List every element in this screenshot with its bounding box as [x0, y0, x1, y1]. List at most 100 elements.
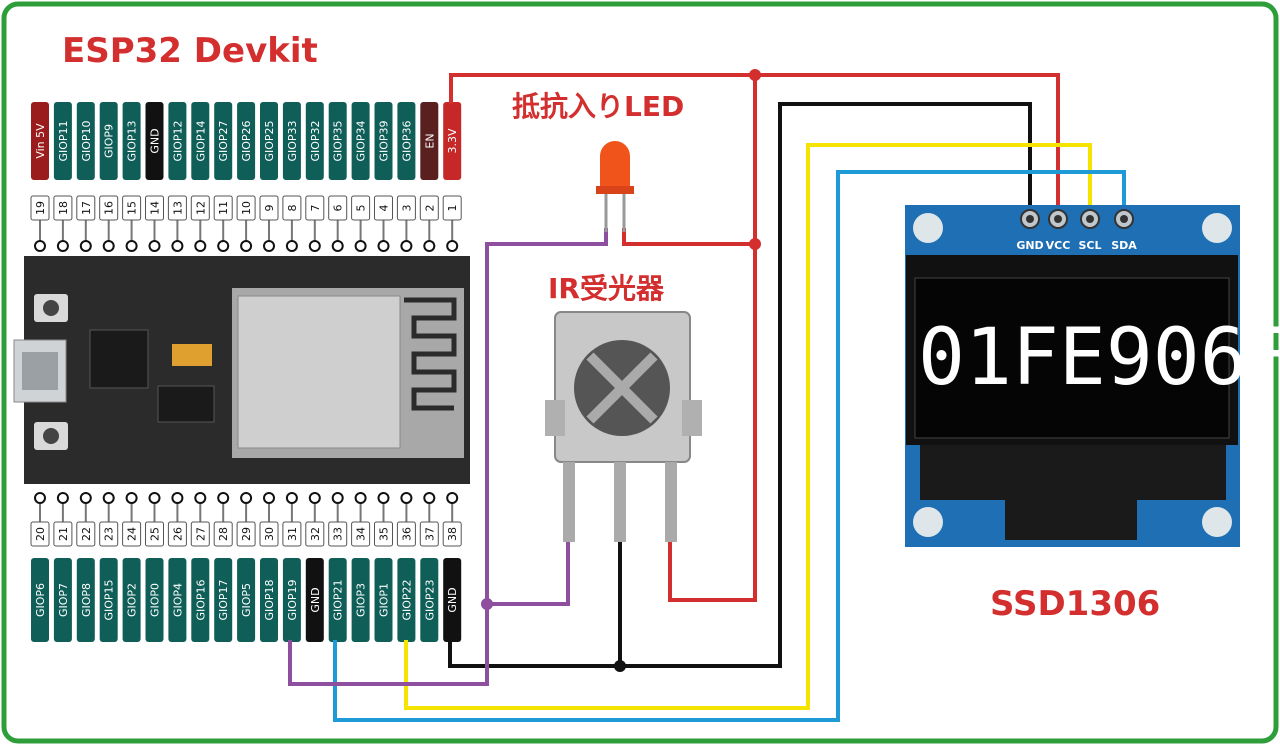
pin-name: GIOP17 [217, 579, 230, 620]
pin-number-box [396, 521, 416, 547]
pin-name: GIOP1 [378, 583, 391, 617]
pin-hole [263, 492, 275, 504]
pin-tile [397, 558, 416, 642]
pin-number-box [145, 195, 164, 221]
pin-number: 24 [126, 527, 139, 541]
pin-number-box [30, 195, 50, 221]
pin-hole [34, 492, 46, 504]
pin-tile [168, 558, 187, 642]
pin-number-box [76, 521, 96, 547]
pin-hole [217, 492, 230, 504]
pin-hole [217, 240, 230, 252]
pin-name: GIOP19 [286, 579, 299, 620]
pin-name: GIOP2 [126, 583, 139, 617]
pin-number: 23 [103, 527, 116, 541]
junction-gnd [614, 660, 626, 672]
pin-hole [446, 240, 459, 252]
pin-hole [423, 240, 436, 252]
oled-flex [1005, 500, 1137, 540]
pin-number: 11 [217, 201, 230, 215]
pin-number: 31 [286, 527, 299, 541]
pin-name: GND [309, 587, 322, 612]
pin-number-box [145, 521, 164, 547]
ir-receiver [545, 311, 702, 542]
pin-name: GIOP15 [103, 579, 116, 620]
ir-leg-2 [614, 462, 626, 542]
pin-tile [305, 558, 324, 642]
oled-pin-hole [1120, 215, 1128, 223]
pin-number: 35 [378, 527, 391, 541]
pin-number: 28 [217, 527, 230, 541]
pin-hole [263, 240, 275, 252]
pin-number-box [442, 521, 462, 547]
pin-number: 36 [400, 527, 413, 541]
pin-number-box [442, 195, 462, 221]
wire-led-gpio [288, 228, 608, 686]
pin-number-box [190, 521, 210, 547]
pin-number: 4 [378, 205, 391, 212]
pin-hole [79, 492, 92, 504]
junction-vcc-led [749, 238, 761, 250]
ir-leg-1 [563, 462, 575, 542]
pin-hole [102, 240, 115, 252]
pin-hole [148, 492, 161, 504]
led-component [596, 141, 634, 232]
pin-name: GIOP32 [309, 120, 322, 161]
pin-tile [76, 558, 95, 642]
pin-hole [308, 492, 321, 504]
pin-number: 33 [332, 527, 345, 541]
wire-sda [333, 170, 1126, 722]
pin-name: GIOP36 [400, 120, 413, 161]
pin-name: GIOP39 [378, 120, 391, 161]
pin-name: GIOP5 [240, 583, 253, 617]
pin-number-box [122, 195, 142, 221]
wire-scl [404, 143, 1092, 710]
pin-tile [260, 102, 278, 180]
en-button-cap [43, 300, 59, 316]
pin-tile [168, 102, 187, 180]
pin-hole [377, 240, 390, 252]
junction-ir [481, 598, 493, 610]
pin-name: GIOP23 [423, 579, 436, 620]
pin-hole [79, 240, 92, 252]
pin-number: 30 [263, 527, 276, 541]
pin-number: 38 [446, 527, 459, 541]
pin-tile [282, 558, 301, 642]
oled-pin-hole [1054, 215, 1062, 223]
pin-number: 2 [423, 205, 436, 212]
pin-number-box [122, 521, 142, 547]
pin-hole [285, 240, 298, 252]
oled-pin-label: GND [1016, 239, 1043, 252]
pin-number-box [76, 195, 96, 221]
pin-number: 29 [240, 527, 253, 541]
pin-tile [214, 558, 233, 642]
pin-name: GIOP33 [286, 120, 299, 161]
bottom-header-holes [34, 492, 459, 522]
pin-number-box [351, 521, 371, 547]
usb-uart-chip [89, 329, 149, 389]
capacitor [172, 344, 212, 366]
pin-number: 15 [126, 201, 139, 215]
led-label: 抵抗入りLED [512, 90, 684, 123]
pin-tile [76, 102, 95, 180]
wroom-shield [237, 295, 401, 449]
pin-tile [31, 558, 49, 642]
pin-name: GIOP0 [149, 583, 162, 617]
ir-tab-left [545, 400, 565, 436]
pin-tile [191, 102, 210, 180]
pin-number: 27 [194, 527, 207, 541]
oled-label: SSD1306 [990, 584, 1160, 624]
pin-tile [191, 558, 210, 642]
pin-name: EN [423, 133, 436, 148]
pin-number: 9 [263, 205, 276, 212]
ir-label: IR受光器 [548, 272, 665, 305]
pin-hole [56, 240, 69, 252]
pin-name: GIOP3 [355, 583, 368, 617]
wire-ir-signal [487, 540, 570, 606]
pin-number-box [282, 195, 302, 221]
pin-number-box [236, 195, 256, 221]
pin-number-box [374, 521, 393, 547]
